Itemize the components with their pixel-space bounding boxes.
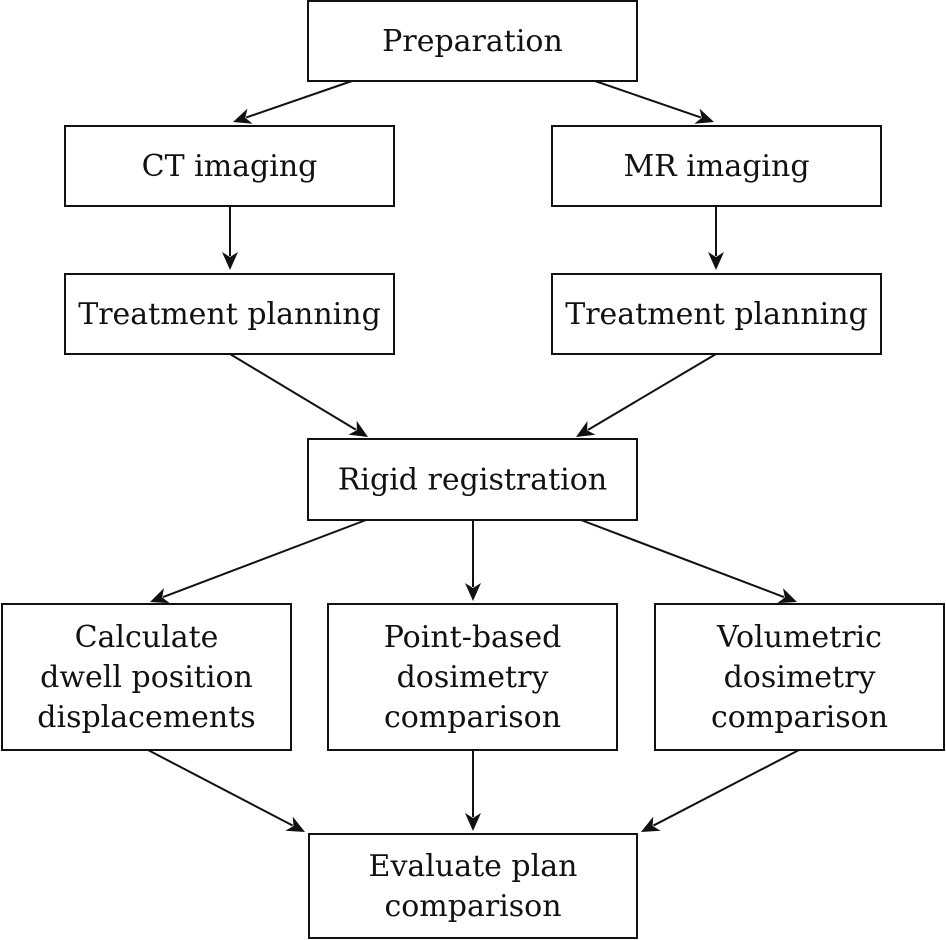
arrowhead-icon xyxy=(708,252,724,270)
node-label: comparison xyxy=(384,700,561,735)
node-label: CT imaging xyxy=(142,149,318,184)
node-box xyxy=(64,125,395,207)
node-box xyxy=(1,603,292,751)
arrowhead-icon xyxy=(465,583,481,601)
node-ct-imaging: CT imaging xyxy=(64,125,395,207)
node-label: MR imaging xyxy=(623,149,809,184)
node-label: Preparation xyxy=(382,24,563,59)
arrowhead-icon xyxy=(576,420,596,437)
node-evaluate-plan: Evaluate plan comparison xyxy=(308,833,638,939)
node-label: Calculate xyxy=(75,620,219,655)
node-box xyxy=(551,273,882,355)
arrow-rigid-registration-to-volumetric-dosimetry xyxy=(580,519,785,598)
edges-layer xyxy=(147,80,800,832)
node-preparation: Preparation xyxy=(307,0,638,82)
node-label: Evaluate plan xyxy=(369,849,578,884)
node-box xyxy=(307,438,638,521)
arrow-treatment-planning-mr-to-rigid-registration xyxy=(587,353,717,431)
node-rigid-registration: Rigid registration xyxy=(307,438,638,521)
node-label: Rigid registration xyxy=(338,463,607,498)
node-label: Volumetric xyxy=(716,620,882,655)
node-treatment-planning-ct: Treatment planning xyxy=(64,273,395,355)
arrow-rigid-registration-to-calculate-dwell xyxy=(162,519,367,598)
node-volumetric-dosimetry: Volumetric dosimetry comparison xyxy=(654,603,945,751)
node-box xyxy=(327,603,618,751)
node-treatment-planning-mr: Treatment planning xyxy=(551,273,882,355)
node-label: Treatment planning xyxy=(565,297,868,332)
node-label: Point-based xyxy=(384,620,562,655)
node-mr-imaging: MR imaging xyxy=(551,125,882,207)
arrowhead-icon xyxy=(694,108,714,124)
arrowhead-icon xyxy=(222,252,238,270)
arrow-volumetric-dosimetry-to-evaluate-plan xyxy=(652,749,800,827)
node-calculate-dwell: Calculate dwell position displacements xyxy=(1,603,292,751)
arrowhead-icon xyxy=(233,108,253,124)
node-box xyxy=(308,833,638,939)
arrowhead-icon xyxy=(465,813,481,831)
arrow-treatment-planning-ct-to-rigid-registration xyxy=(229,353,357,431)
node-label: dosimetry xyxy=(397,660,549,695)
arrowhead-icon xyxy=(641,816,661,832)
arrowhead-icon xyxy=(150,588,170,604)
arrowhead-icon xyxy=(348,420,368,437)
node-label: Treatment planning xyxy=(78,297,381,332)
node-label: comparison xyxy=(384,889,561,924)
arrow-calculate-dwell-to-evaluate-plan xyxy=(147,749,294,827)
node-box xyxy=(551,125,882,207)
arrow-preparation-to-ct-imaging xyxy=(245,80,353,119)
arrow-preparation-to-mr-imaging xyxy=(594,80,702,119)
arrowhead-icon xyxy=(777,588,797,604)
node-box xyxy=(307,0,638,82)
node-label: comparison xyxy=(711,700,888,735)
arrowhead-icon xyxy=(285,816,305,832)
node-label: dwell position xyxy=(40,660,253,695)
node-box xyxy=(64,273,395,355)
node-label: dosimetry xyxy=(724,660,876,695)
node-label: displacements xyxy=(37,700,255,735)
node-point-based-dosimetry: Point-based dosimetry comparison xyxy=(327,603,618,751)
node-box xyxy=(654,603,945,751)
